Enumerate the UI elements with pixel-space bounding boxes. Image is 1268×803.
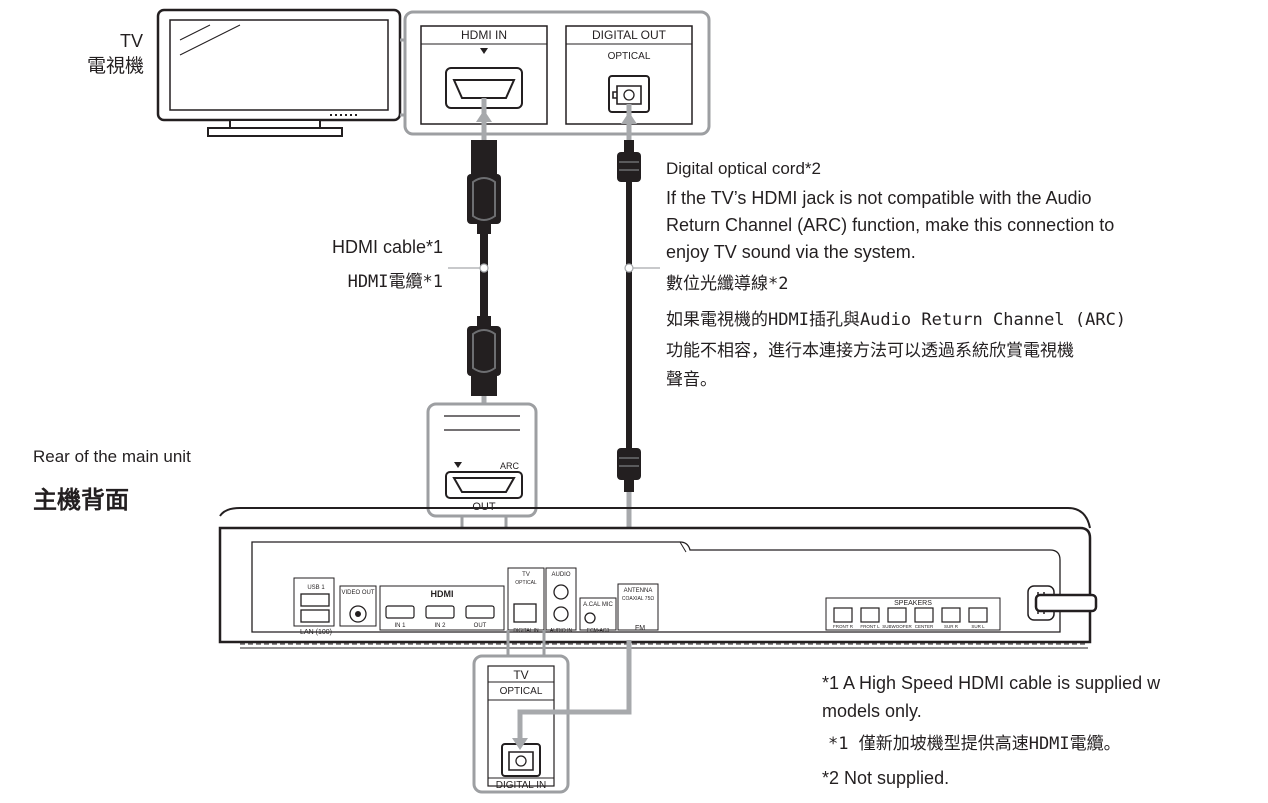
hdmi-in2-label: IN 2 bbox=[434, 623, 446, 629]
footnote-1-en-line2: models only. bbox=[822, 701, 922, 721]
hdmi-cable bbox=[448, 140, 501, 396]
optical-cord-label-en: Digital optical cord*2 bbox=[666, 159, 821, 178]
hdmi-out-arc-label: ARC bbox=[500, 461, 520, 471]
hdmi-out-callout: ARC OUT bbox=[426, 402, 538, 614]
tv-hdmi-in-label: HDMI IN bbox=[461, 28, 507, 42]
panel-coaxial-label: COAXIAL 75Ω bbox=[622, 596, 654, 602]
tv-label-en: TV bbox=[119, 31, 143, 51]
panel-audio-label: AUDIO bbox=[551, 572, 570, 578]
digital-in-label: DIGITAL IN bbox=[496, 780, 547, 791]
panel-digital-in-label: DIGITAL IN bbox=[513, 628, 539, 634]
optical-cord-desc-en-1: If the TV’s HDMI jack is not compatible … bbox=[666, 188, 1092, 208]
panel-center-label: CENTER bbox=[915, 624, 934, 629]
video-out-label: VIDEO OUT bbox=[341, 590, 374, 596]
panel-sur-l-label: SUR L bbox=[971, 624, 985, 629]
main-unit-label-zh: 主機背面 bbox=[33, 486, 129, 514]
hdmi-cable-label-en: HDMI cable*1 bbox=[331, 237, 443, 257]
optical-cord-desc-zh-1: 如果電視機的HDMI插孔與Audio Return Channel (ARC) bbox=[666, 310, 1127, 330]
hdmi-group-label: HDMI bbox=[431, 589, 454, 599]
optical-cord-desc-zh-3: 聲音。 bbox=[666, 370, 717, 390]
optical-cord-desc-zh-2: 功能不相容，進行本連接方法可以透過系統欣賞電視機 bbox=[666, 341, 1074, 361]
footnote-2-en: *2 Not supplied. bbox=[822, 768, 950, 788]
footnote-1-en-line1: *1 A High Speed HDMI cable is supplied w bbox=[822, 673, 1161, 693]
panel-antenna-label: ANTENNA bbox=[624, 588, 653, 594]
panel-optical-label: OPTICAL bbox=[515, 580, 537, 586]
main-unit-body: USB 1 LAN (100) VIDEO OUT HDMI IN 1 IN 2… bbox=[218, 507, 1098, 649]
optical-cord-label-zh: 數位光纖導線*2 bbox=[666, 274, 789, 294]
hdmi-cable-label-zh: HDMI電纜*1 bbox=[347, 272, 443, 292]
panel-sur-r-label: SUR R bbox=[944, 624, 959, 629]
panel-ecm-label: ECM-AC3 bbox=[587, 628, 610, 634]
optical-cord bbox=[617, 140, 660, 492]
tv-optical-label: OPTICAL bbox=[608, 51, 651, 62]
optical-cord-desc-en-3: enjoy TV sound via the system. bbox=[666, 242, 916, 262]
panel-tv-label: TV bbox=[522, 572, 530, 578]
panel-subwoofer-label: SUBWOOFER bbox=[882, 624, 912, 629]
footnote-1-zh: *1 僅新加坡機型提供高速HDMI電纜。 bbox=[828, 734, 1121, 754]
digital-in-optical-label: OPTICAL bbox=[500, 686, 543, 697]
panel-front-l-label: FRONT L bbox=[860, 624, 880, 629]
lan-label: LAN (100) bbox=[300, 629, 332, 636]
panel-speakers-label: SPEAKERS bbox=[894, 600, 932, 607]
digital-in-tv-label: TV bbox=[513, 668, 528, 682]
tv-label-zh: 電視機 bbox=[86, 55, 144, 77]
panel-fm-label: FM bbox=[635, 625, 645, 632]
panel-acal-label: A.CAL MIC bbox=[583, 602, 613, 608]
optical-cord-desc-en-2: Return Channel (ARC) function, make this… bbox=[666, 215, 1115, 235]
panel-front-r-label: FRONT R bbox=[833, 624, 854, 629]
tv-digital-out-label: DIGITAL OUT bbox=[592, 28, 667, 42]
tv-connector-callout: HDMI IN DIGITAL OUT OPTICAL bbox=[400, 10, 711, 136]
hdmi-in1-label: IN 1 bbox=[394, 623, 406, 629]
tv-illustration bbox=[156, 8, 402, 137]
usb-label: USB 1 bbox=[307, 585, 325, 591]
main-unit-label-en: Rear of the main unit bbox=[33, 447, 191, 466]
hdmi-out-panel-label: OUT bbox=[474, 623, 487, 629]
panel-audio-in-label: AUDIO IN bbox=[550, 628, 573, 634]
